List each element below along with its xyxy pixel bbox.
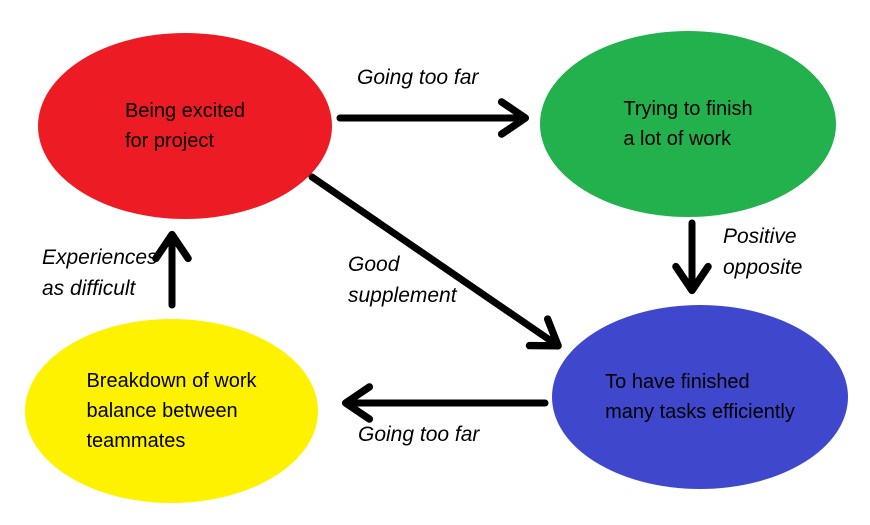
node-being-excited: Being excited for project xyxy=(38,33,332,219)
edge-label-going-too-far-bottom: Going too far xyxy=(358,423,480,446)
node-breakdown-of-work-label: Breakdown of work balance between teamma… xyxy=(86,370,257,452)
node-breakdown-of-work: Breakdown of work balance between teamma… xyxy=(25,319,318,503)
edge-label-positive-opposite: Positive opposite xyxy=(723,225,803,279)
node-finished-tasks-label: To have finished many tasks efficiently xyxy=(605,371,795,423)
edge-label-going-too-far-top: Going too far xyxy=(357,66,479,89)
edge-label-good-supplement: Good supplement xyxy=(348,253,457,307)
arrow-excited-to-finished xyxy=(308,173,562,350)
edge-label-experiences-as-difficult: Experiences as difficult xyxy=(42,246,158,300)
node-being-excited-label: Being excited for project xyxy=(124,100,246,152)
node-finished-tasks: To have finished many tasks efficiently xyxy=(552,305,848,489)
node-trying-to-finish-label: Trying to finish a lot of work xyxy=(623,98,753,150)
node-trying-to-finish: Trying to finish a lot of work xyxy=(540,31,836,217)
